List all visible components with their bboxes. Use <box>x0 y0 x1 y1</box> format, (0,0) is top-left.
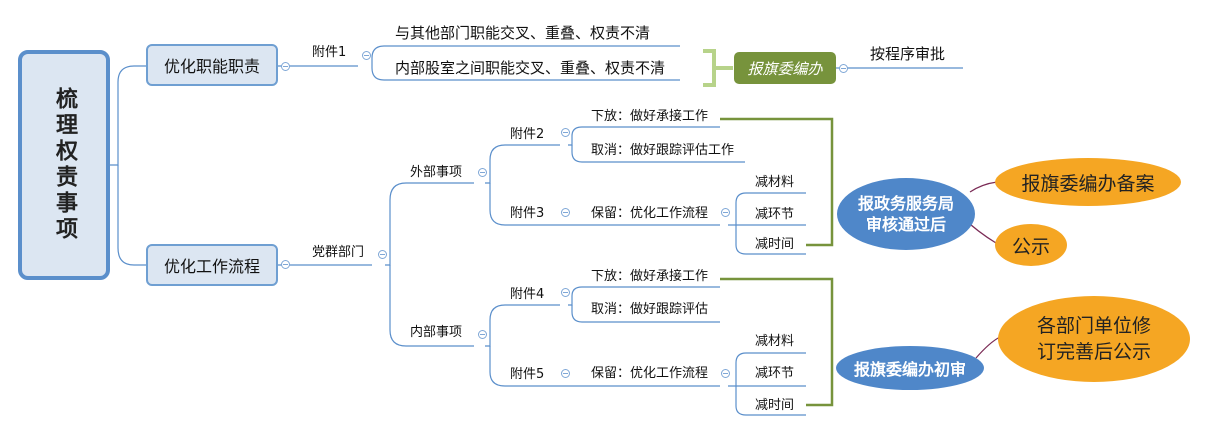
attachment-2-label: 附件2 <box>510 127 545 142</box>
collapse-icon[interactable] <box>478 168 487 177</box>
preliminary-review-node[interactable]: 报旗委编办初审 <box>836 346 984 390</box>
attachment-5-label: 附件5 <box>510 367 545 382</box>
int-cancel-item: 取消：做好跟踪评估 <box>591 302 709 317</box>
collapse-icon[interactable] <box>478 330 487 339</box>
int-reduce-materials: 减材料 <box>755 334 795 349</box>
collapse-icon[interactable] <box>561 128 570 137</box>
collapse-icon[interactable] <box>378 250 387 259</box>
int-reduce-steps: 减环节 <box>755 366 795 381</box>
preliminary-review-label: 报旗委编办初审 <box>853 360 966 379</box>
collapse-icon[interactable] <box>561 288 570 297</box>
review-govservice-label: 报政务服务局审核通过后 <box>857 194 954 234</box>
ext-reduce-materials: 减材料 <box>755 175 795 190</box>
branch-optimize-duties[interactable]: 优化职能职责 <box>146 44 278 86</box>
int-reduce-time: 减时间 <box>755 398 795 413</box>
approval-result-label: 按程序审批 <box>870 45 946 63</box>
collapse-icon[interactable] <box>561 369 570 378</box>
ext-delegate-item: 下放：做好承接工作 <box>591 109 709 124</box>
revise-publicize-node[interactable]: 各部门单位修订完善后公示 <box>998 296 1190 382</box>
ext-reduce-steps: 减环节 <box>755 207 795 222</box>
publicize-label: 公示 <box>1011 235 1050 258</box>
ext-reduce-time: 减时间 <box>755 237 795 252</box>
review-govservice-node[interactable]: 报政务服务局审核通过后 <box>837 178 975 250</box>
internal-matters-label: 内部事项 <box>410 325 463 340</box>
branch-optimize-duties-label: 优化职能职责 <box>163 57 260 76</box>
root-topic-label: 梳理权责事项 <box>52 87 77 243</box>
revise-publicize-label: 各部门单位修订完善后公示 <box>1036 315 1151 363</box>
duty-item-1: 与其他部门职能交叉、重叠、权责不清 <box>395 24 651 42</box>
root-topic[interactable]: 梳理权责事项 <box>18 50 110 280</box>
ext-cancel-item: 取消：做好跟踪评估工作 <box>591 143 735 158</box>
attachment-4-label: 附件4 <box>510 287 545 302</box>
duty-item-2: 内部股室之间职能交叉、重叠、权责不清 <box>395 59 666 77</box>
collapse-icon[interactable] <box>721 208 730 217</box>
filing-label: 报旗委编办备案 <box>1021 172 1155 195</box>
attachment-1-label: 附件1 <box>312 45 347 60</box>
external-matters-label: 外部事项 <box>410 165 463 180</box>
branch-optimize-workflow-label: 优化工作流程 <box>163 257 260 276</box>
collapse-icon[interactable] <box>362 51 371 60</box>
collapse-icon[interactable] <box>281 260 290 269</box>
collapse-icon[interactable] <box>561 208 570 217</box>
collapse-icon[interactable] <box>281 62 290 71</box>
branch-optimize-workflow[interactable]: 优化工作流程 <box>146 244 278 286</box>
ext-retain-item: 保留：优化工作流程 <box>591 206 709 221</box>
collapse-icon[interactable] <box>721 369 730 378</box>
party-dept-label: 党群部门 <box>312 245 365 260</box>
collapse-icon[interactable] <box>839 64 848 73</box>
filing-node[interactable]: 报旗委编办备案 <box>995 158 1181 206</box>
int-retain-item: 保留：优化工作流程 <box>591 366 709 381</box>
publicize-node[interactable]: 公示 <box>995 224 1067 266</box>
attachment-3-label: 附件3 <box>510 206 545 221</box>
report-banner-office-label: 报旗委编办 <box>747 59 823 78</box>
int-delegate-item: 下放：做好承接工作 <box>591 269 709 284</box>
report-banner-office-node[interactable]: 报旗委编办 <box>734 52 836 84</box>
